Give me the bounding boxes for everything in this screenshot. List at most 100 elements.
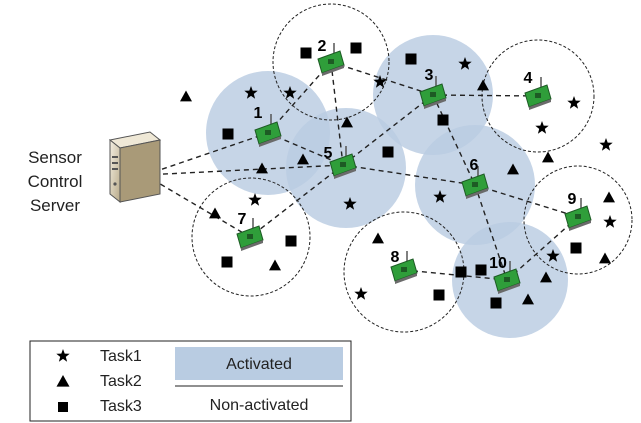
server-label-line-1: Sensor	[28, 148, 82, 167]
task2-triangle-icon	[507, 163, 519, 175]
task2-triangle-icon	[256, 162, 268, 174]
sensor-node-label: 10	[489, 255, 507, 272]
task3-square-icon	[382, 146, 394, 158]
link-9-10	[506, 216, 579, 281]
legend-square-icon	[58, 402, 68, 412]
sensor-node-icon	[493, 261, 521, 294]
task1-star-icon	[283, 86, 297, 99]
sensor-node-10: 10	[489, 255, 521, 294]
task1-star-icon	[567, 96, 581, 109]
task3-square-icon	[350, 42, 362, 54]
link-server-7	[144, 174, 251, 238]
sensor-node-label: 8	[391, 249, 400, 266]
sensor-node-6: 6	[461, 157, 489, 199]
sensor-node-1: 1	[254, 105, 282, 147]
sensor-control-server: Sensor Control Server	[28, 131, 162, 215]
sensor-node-icon	[254, 114, 282, 147]
task1-star-icon	[248, 193, 262, 206]
task2-triangle-icon	[599, 252, 611, 264]
task2-triangle-icon	[540, 271, 552, 283]
task2-triangle-icon	[209, 207, 221, 219]
task2-triangle-icon	[341, 116, 353, 128]
legend: Task1 Task2 Task3 Activated Non-activate…	[29, 340, 352, 422]
task3-square-icon	[490, 297, 502, 309]
link-6-10	[474, 184, 508, 281]
sensor-node-icon	[236, 218, 264, 251]
sensor-node-label: 7	[238, 211, 247, 228]
task3-square-icon	[405, 53, 417, 65]
sensor-node-icon	[419, 76, 447, 109]
link-server-5	[144, 164, 344, 176]
task3-square-icon	[570, 242, 582, 254]
task1-star-icon	[546, 249, 560, 262]
task3-square-icon	[222, 128, 234, 140]
sensor-node-label: 3	[425, 67, 434, 84]
link-1-2	[267, 61, 332, 134]
legend-task3-label: Task3	[100, 398, 142, 415]
link-layer	[144, 61, 579, 281]
task2-triangle-icon	[297, 153, 309, 165]
task3-square-icon	[300, 47, 312, 59]
legend-activated-label: Activated	[226, 356, 292, 373]
task2-triangle-icon	[372, 232, 384, 244]
sensor-node-5: 5	[324, 145, 357, 179]
task3-square-icon	[455, 266, 467, 278]
sensor-node-3: 3	[419, 67, 447, 109]
sensor-node-icon	[461, 166, 489, 199]
task3-square-icon	[437, 114, 449, 126]
task1-star-icon	[603, 215, 617, 228]
task2-triangle-icon	[180, 90, 192, 102]
sensor-node-7: 7	[236, 211, 264, 251]
task2-triangle-icon	[522, 293, 534, 305]
link-3-6	[432, 94, 476, 186]
task-marker-layer	[180, 42, 617, 309]
sensor-node-label: 1	[254, 105, 263, 122]
link-3-5	[342, 94, 434, 166]
task1-star-icon	[433, 190, 447, 203]
legend-non-activated-label: Non-activated	[210, 397, 309, 414]
legend-triangle-icon	[56, 374, 70, 387]
sensor-node-icon	[317, 43, 345, 76]
link-5-7	[249, 164, 344, 238]
task1-star-icon	[458, 57, 472, 70]
task3-square-icon	[221, 256, 233, 268]
sensor-node-icon	[329, 146, 357, 179]
sensor-node-4: 4	[524, 70, 552, 110]
task1-star-icon	[599, 138, 613, 151]
sensor-node-icon	[564, 198, 592, 231]
task3-square-icon	[475, 264, 487, 276]
task2-triangle-icon	[542, 151, 554, 163]
legend-star-icon	[56, 349, 70, 362]
task2-triangle-icon	[603, 191, 615, 203]
task2-triangle-icon	[477, 79, 489, 91]
sensor-node-8: 8	[390, 249, 418, 284]
sensor-node-label: 2	[318, 38, 327, 55]
sensor-node-layer: 1 2 3 4 5 6 7 8 9 10	[236, 38, 592, 294]
sensor-node-9: 9	[564, 191, 592, 231]
sensor-node-label: 6	[470, 157, 479, 174]
task1-star-icon	[535, 121, 549, 134]
non-activated-coverage-2	[272, 3, 390, 121]
sensor-node-label: 4	[524, 70, 533, 87]
server-icon	[108, 131, 162, 204]
non-activated-coverage-7	[191, 177, 311, 297]
legend-activated-swatch	[175, 347, 343, 380]
sensor-node-2: 2	[317, 38, 345, 76]
link-server-1	[144, 132, 269, 176]
link-5-6	[342, 164, 476, 186]
task1-star-icon	[354, 287, 368, 300]
sensor-node-label: 9	[568, 191, 577, 208]
sensor-node-icon	[524, 77, 552, 110]
sensor-node-label: 5	[324, 145, 333, 162]
legend-task2-label: Task2	[100, 373, 142, 390]
task2-triangle-icon	[269, 259, 281, 271]
server-label-line-2: Control	[28, 172, 83, 191]
task1-star-icon	[373, 75, 387, 88]
task3-square-icon	[285, 235, 297, 247]
non-activated-coverage-9	[523, 165, 633, 275]
task1-star-icon	[343, 197, 357, 210]
task1-star-icon	[244, 86, 258, 99]
legend-task1-label: Task1	[100, 348, 142, 365]
sensor-node-icon	[390, 251, 418, 284]
